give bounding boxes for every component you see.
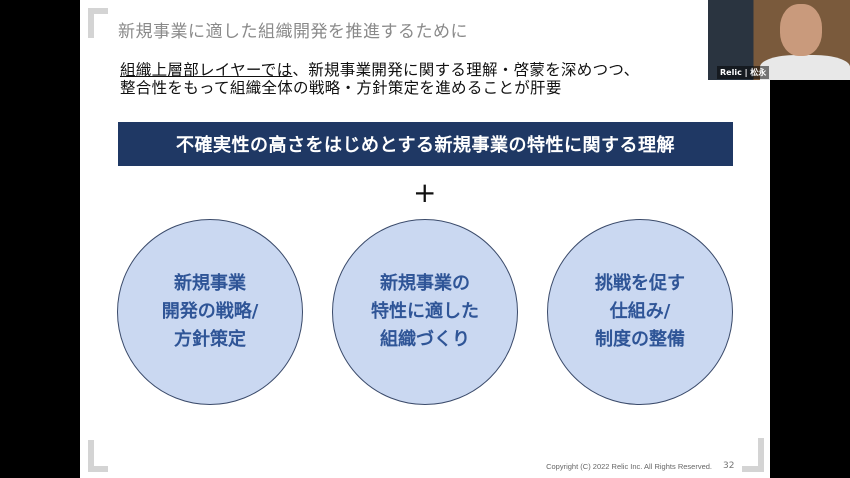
circle-text: 仕組み/ xyxy=(609,301,671,322)
participant-name-label: Relic | 松永 xyxy=(717,66,770,79)
subtitle-underlined: 組織上層部レイヤーでは xyxy=(120,61,293,79)
slide-subtitle: 組織上層部レイヤーでは、新規事業開発に関する理解・啓蒙を深めつつ、 整合性をもっ… xyxy=(120,61,639,97)
corner-bracket-top-left xyxy=(88,8,108,14)
slide-title: 新規事業に適した組織開発を推進するために xyxy=(118,22,468,42)
copyright: Copyright (C) 2022 Relic Inc. All Rights… xyxy=(546,462,712,471)
corner-bracket-bottom-left-v xyxy=(88,440,94,472)
subtitle-line1: 、新規事業開発に関する理解・啓蒙を深めつつ、 xyxy=(292,61,640,79)
corner-bracket-bottom-right xyxy=(742,466,764,472)
circle-text: 挑戦を促す xyxy=(595,273,685,294)
circle-organization: 新規事業の 特性に適した 組織づくり xyxy=(332,219,518,405)
participant-body xyxy=(760,55,850,80)
circle-text: 特性に適した xyxy=(371,301,479,322)
circle-text: 開発の戦略/ xyxy=(161,301,259,322)
participant-face xyxy=(780,4,822,56)
participant-video[interactable]: Relic | 松永 xyxy=(708,0,850,80)
circle-text: 新規事業の xyxy=(380,273,470,294)
circle-text: 新規事業 xyxy=(174,273,246,294)
banner: 不確実性の高さをはじめとする新規事業の特性に関する理解 xyxy=(118,122,733,166)
corner-bracket-top-left-v xyxy=(88,8,94,38)
plus-icon: + xyxy=(413,176,437,209)
circle-text: 組織づくり xyxy=(380,329,470,350)
circle-text: 制度の整備 xyxy=(595,329,685,350)
presentation-slide: 新規事業に適した組織開発を推進するために 組織上層部レイヤーでは、新規事業開発に… xyxy=(80,0,770,478)
corner-bracket-bottom-left xyxy=(88,466,108,472)
circle-strategy: 新規事業 開発の戦略/ 方針策定 xyxy=(117,219,303,405)
subtitle-line2: 整合性をもって組織全体の戦略・方針策定を進めることが肝要 xyxy=(120,79,562,97)
corner-bracket-bottom-right-v xyxy=(758,438,764,472)
page-number: 32 xyxy=(723,461,735,471)
circle-text: 方針策定 xyxy=(174,329,246,350)
circle-systems: 挑戦を促す 仕組み/ 制度の整備 xyxy=(547,219,733,405)
